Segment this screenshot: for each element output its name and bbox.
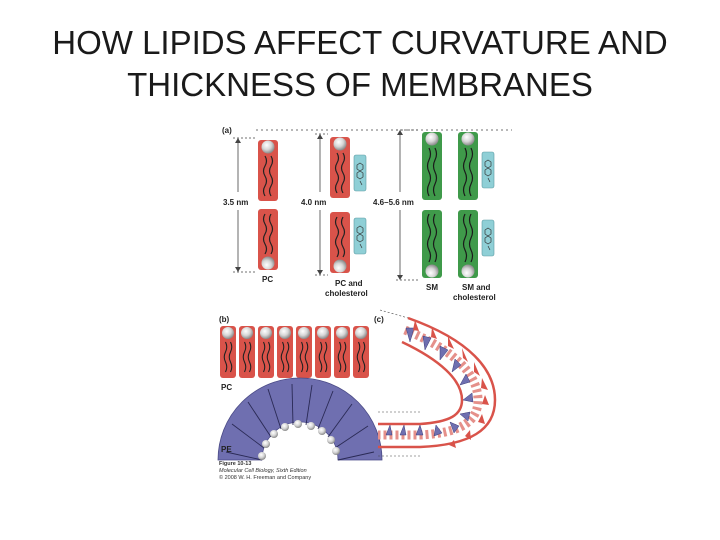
- caption-sm-chol-1: SM and: [462, 283, 491, 292]
- caption-b-pe: PE: [221, 445, 232, 454]
- caption-pc-chol-2: cholesterol: [325, 289, 368, 298]
- caption-sm-chol-2: cholesterol: [453, 293, 496, 302]
- caption-b-pc: PC: [221, 383, 232, 392]
- panel-c: (c): [374, 309, 497, 457]
- slide-title: HOW LIPIDS AFFECT CURVATURE AND THICKNES…: [0, 22, 720, 106]
- sm-cholesterol-bilayer: [457, 131, 495, 279]
- panel-c-label: (c): [374, 315, 384, 324]
- pe-fan: [217, 377, 383, 461]
- caption-pc: PC: [262, 275, 273, 284]
- panel-b: (b) PC PE: [217, 315, 383, 461]
- curved-bilayer: [378, 309, 497, 457]
- dimension-guides: [233, 129, 512, 281]
- dim-sm-label: 4.6–5.6 nm: [373, 198, 414, 207]
- panel-a: (a): [222, 126, 512, 302]
- credit-line-2: Molecular Cell Biology, Sixth Edition: [219, 468, 307, 474]
- sm-bilayer: [421, 131, 443, 279]
- dim-pc-label: 3.5 nm: [223, 198, 248, 207]
- caption-pc-chol-1: PC and: [335, 279, 363, 288]
- panel-a-label: (a): [222, 126, 232, 135]
- dim-pc-chol-label: 4.0 nm: [301, 198, 326, 207]
- panel-b-label: (b): [219, 315, 230, 324]
- caption-sm: SM: [426, 283, 438, 292]
- pc-row: [219, 325, 370, 379]
- title-line-2: THICKNESS OF MEMBRANES: [127, 66, 593, 103]
- credit-line-1: Figure 10-13: [219, 461, 251, 467]
- figure-credit: Figure 10-13 Molecular Cell Biology, Six…: [219, 461, 311, 481]
- pc-bilayer: [257, 139, 279, 271]
- cholesterol-upper: [353, 154, 367, 192]
- cholesterol-lower: [353, 217, 367, 255]
- title-line-1: HOW LIPIDS AFFECT CURVATURE AND: [52, 24, 668, 61]
- credit-line-3: © 2008 W. H. Freeman and Company: [219, 474, 311, 481]
- pc-cholesterol-bilayer: [329, 136, 367, 274]
